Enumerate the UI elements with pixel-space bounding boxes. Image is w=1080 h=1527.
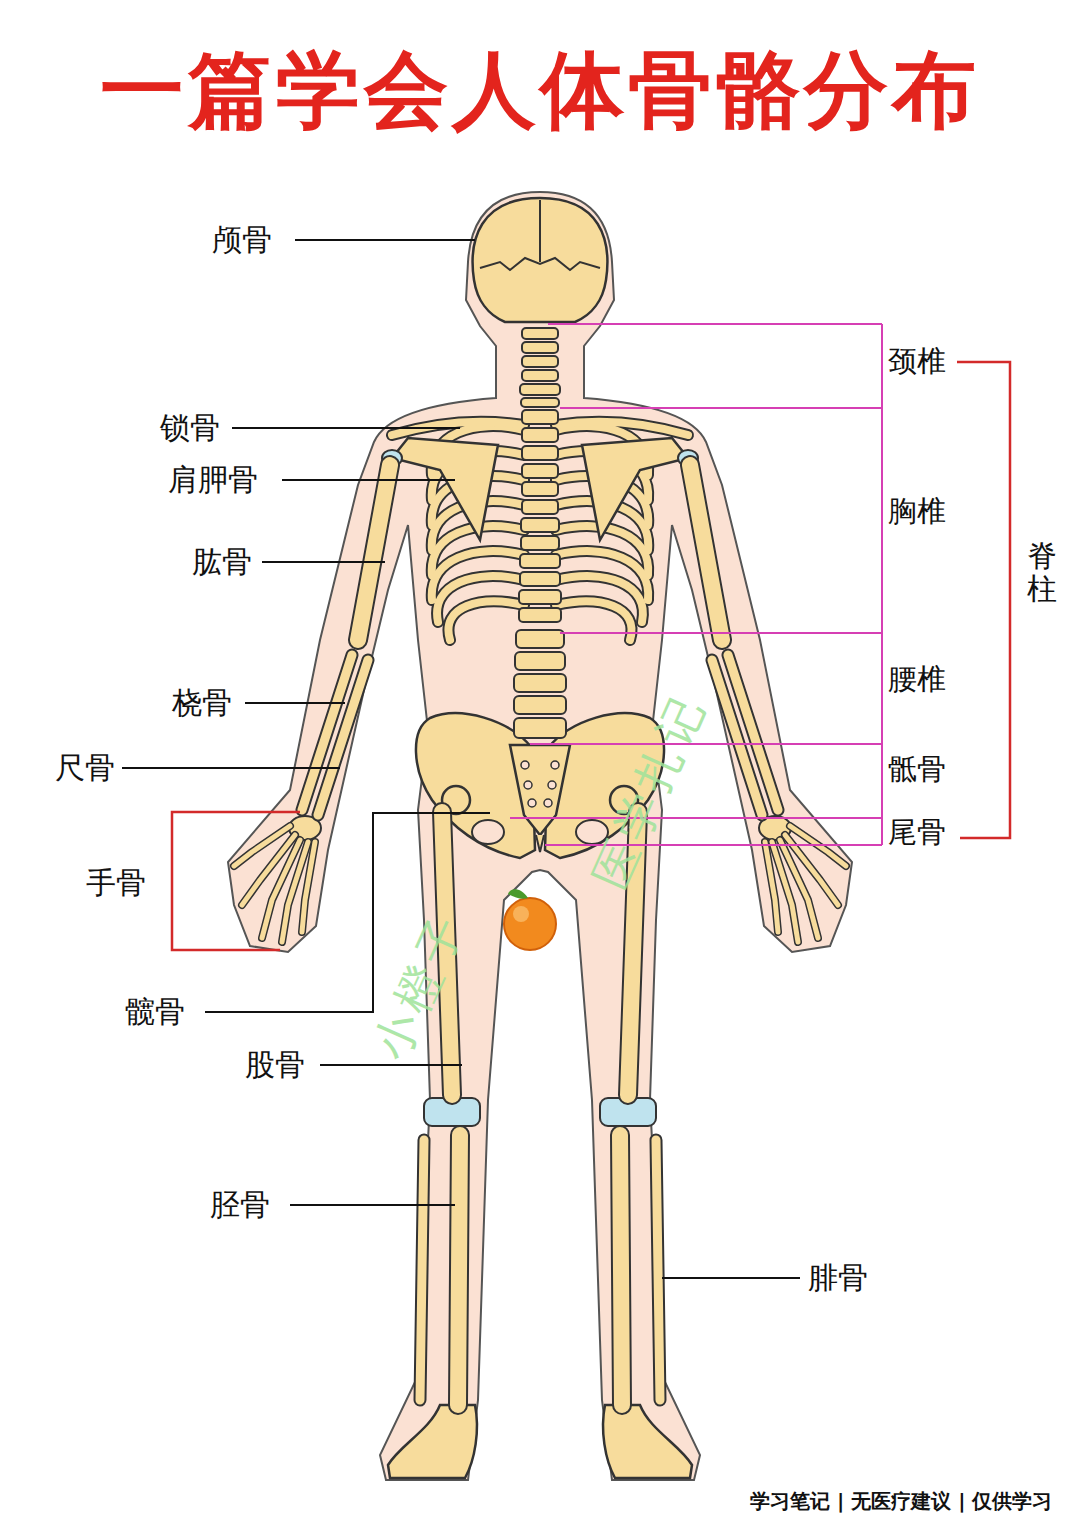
hand-bracket bbox=[172, 812, 300, 950]
leader-lines bbox=[122, 240, 800, 1278]
spine bbox=[514, 328, 566, 738]
bone-label: 颅骨 bbox=[212, 223, 272, 258]
bone-label: 肱骨 bbox=[192, 545, 252, 580]
spine-section-label: 颈椎 bbox=[888, 345, 946, 378]
bones bbox=[289, 438, 791, 1478]
body-silhouette bbox=[228, 192, 852, 1480]
watermark: 小橙子 bbox=[364, 903, 476, 1067]
bone-label: 手骨 bbox=[86, 866, 146, 901]
bone-label: 桡骨 bbox=[172, 686, 232, 721]
watermark: 医学扎记 bbox=[584, 685, 717, 897]
spine-bracket bbox=[957, 362, 1010, 838]
limb-bones bbox=[234, 465, 846, 1405]
orange-icon bbox=[504, 889, 556, 950]
spine-region-lines bbox=[510, 324, 882, 845]
bone-label: 锁骨 bbox=[160, 411, 220, 446]
spine-section-label: 尾骨 bbox=[888, 816, 946, 849]
spine-label: 脊柱 bbox=[1027, 539, 1057, 605]
bone-label: 腓骨 bbox=[808, 1261, 868, 1296]
bone-label: 胫骨 bbox=[210, 1188, 270, 1223]
spine-section-label: 胸椎 bbox=[888, 495, 946, 528]
title: 一篇学会人体骨骼分布 bbox=[100, 42, 980, 139]
bone-label: 尺骨 bbox=[55, 751, 115, 786]
spine-section-label: 骶骨 bbox=[888, 753, 946, 786]
spine-section-label: 腰椎 bbox=[888, 663, 946, 696]
bone-label: 肩胛骨 bbox=[168, 463, 258, 498]
skull bbox=[473, 198, 608, 322]
sacrum bbox=[510, 745, 570, 852]
footer-note: 学习笔记 | 无医疗建议 | 仅供学习 bbox=[750, 1490, 1052, 1513]
bone-label: 股骨 bbox=[245, 1048, 305, 1083]
bone-label: 髋骨 bbox=[125, 995, 185, 1030]
